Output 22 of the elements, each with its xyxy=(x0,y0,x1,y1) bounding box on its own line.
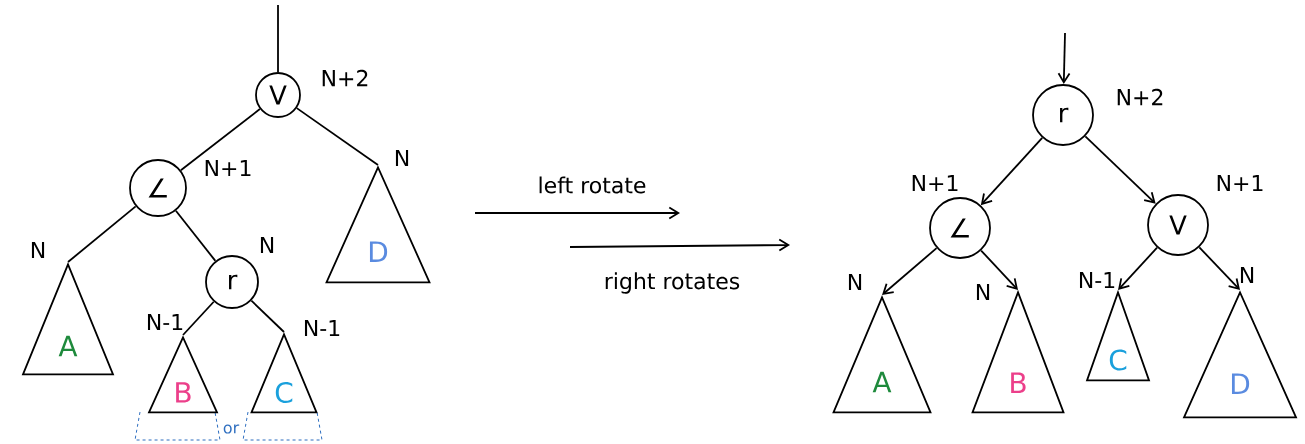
height-label: N xyxy=(848,274,862,290)
or-label: or xyxy=(223,424,240,434)
height-label: N+2 xyxy=(1117,88,1163,106)
height-label: N+2 xyxy=(322,69,368,87)
arrow xyxy=(980,249,1019,290)
height-label: N xyxy=(260,237,274,253)
arrow xyxy=(980,136,1044,206)
arrow xyxy=(1118,246,1158,290)
arrow xyxy=(1198,246,1241,290)
height-label: N xyxy=(31,242,45,258)
arrow xyxy=(882,247,938,295)
rotation-label: left rotate xyxy=(539,176,646,194)
arrow xyxy=(1057,32,1071,85)
height-label: N xyxy=(395,150,409,166)
height-label: N+1 xyxy=(912,175,958,191)
height-label: N-1 xyxy=(147,314,183,330)
height-label: N+1 xyxy=(1217,175,1263,191)
height-label: N xyxy=(1240,267,1254,283)
arrow xyxy=(1084,135,1156,204)
rotation-label: right rotates xyxy=(605,272,740,294)
height-label: N+1 xyxy=(205,160,251,176)
height-label: N-1 xyxy=(1080,272,1115,288)
